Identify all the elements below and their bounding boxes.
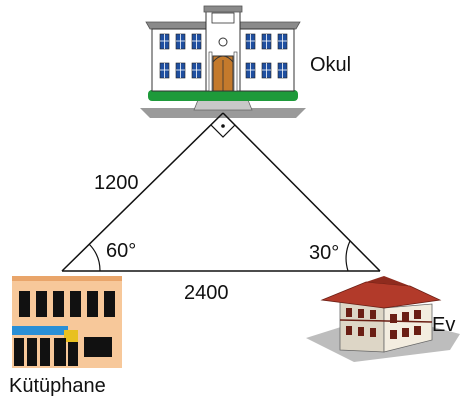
house-icon bbox=[306, 276, 460, 362]
triangle bbox=[61, 112, 381, 272]
angle-label-library: 60° bbox=[106, 240, 136, 262]
school-building-icon bbox=[140, 5, 306, 118]
angle-arc-home bbox=[345, 240, 351, 272]
side-label-1200: 1200 bbox=[94, 172, 139, 194]
school-label: Okul bbox=[310, 54, 351, 76]
home-label: Ev bbox=[432, 314, 455, 336]
angle-label-home: 30° bbox=[309, 242, 339, 264]
right-angle-mark bbox=[210, 124, 236, 138]
side-school-library bbox=[61, 112, 224, 272]
side-school-home bbox=[222, 112, 381, 272]
library-label: Kütüphane bbox=[9, 375, 106, 397]
angle-arc-library bbox=[88, 243, 101, 272]
right-angle-dot bbox=[221, 124, 225, 128]
library-building-icon bbox=[12, 276, 122, 368]
side-label-2400: 2400 bbox=[184, 282, 229, 304]
